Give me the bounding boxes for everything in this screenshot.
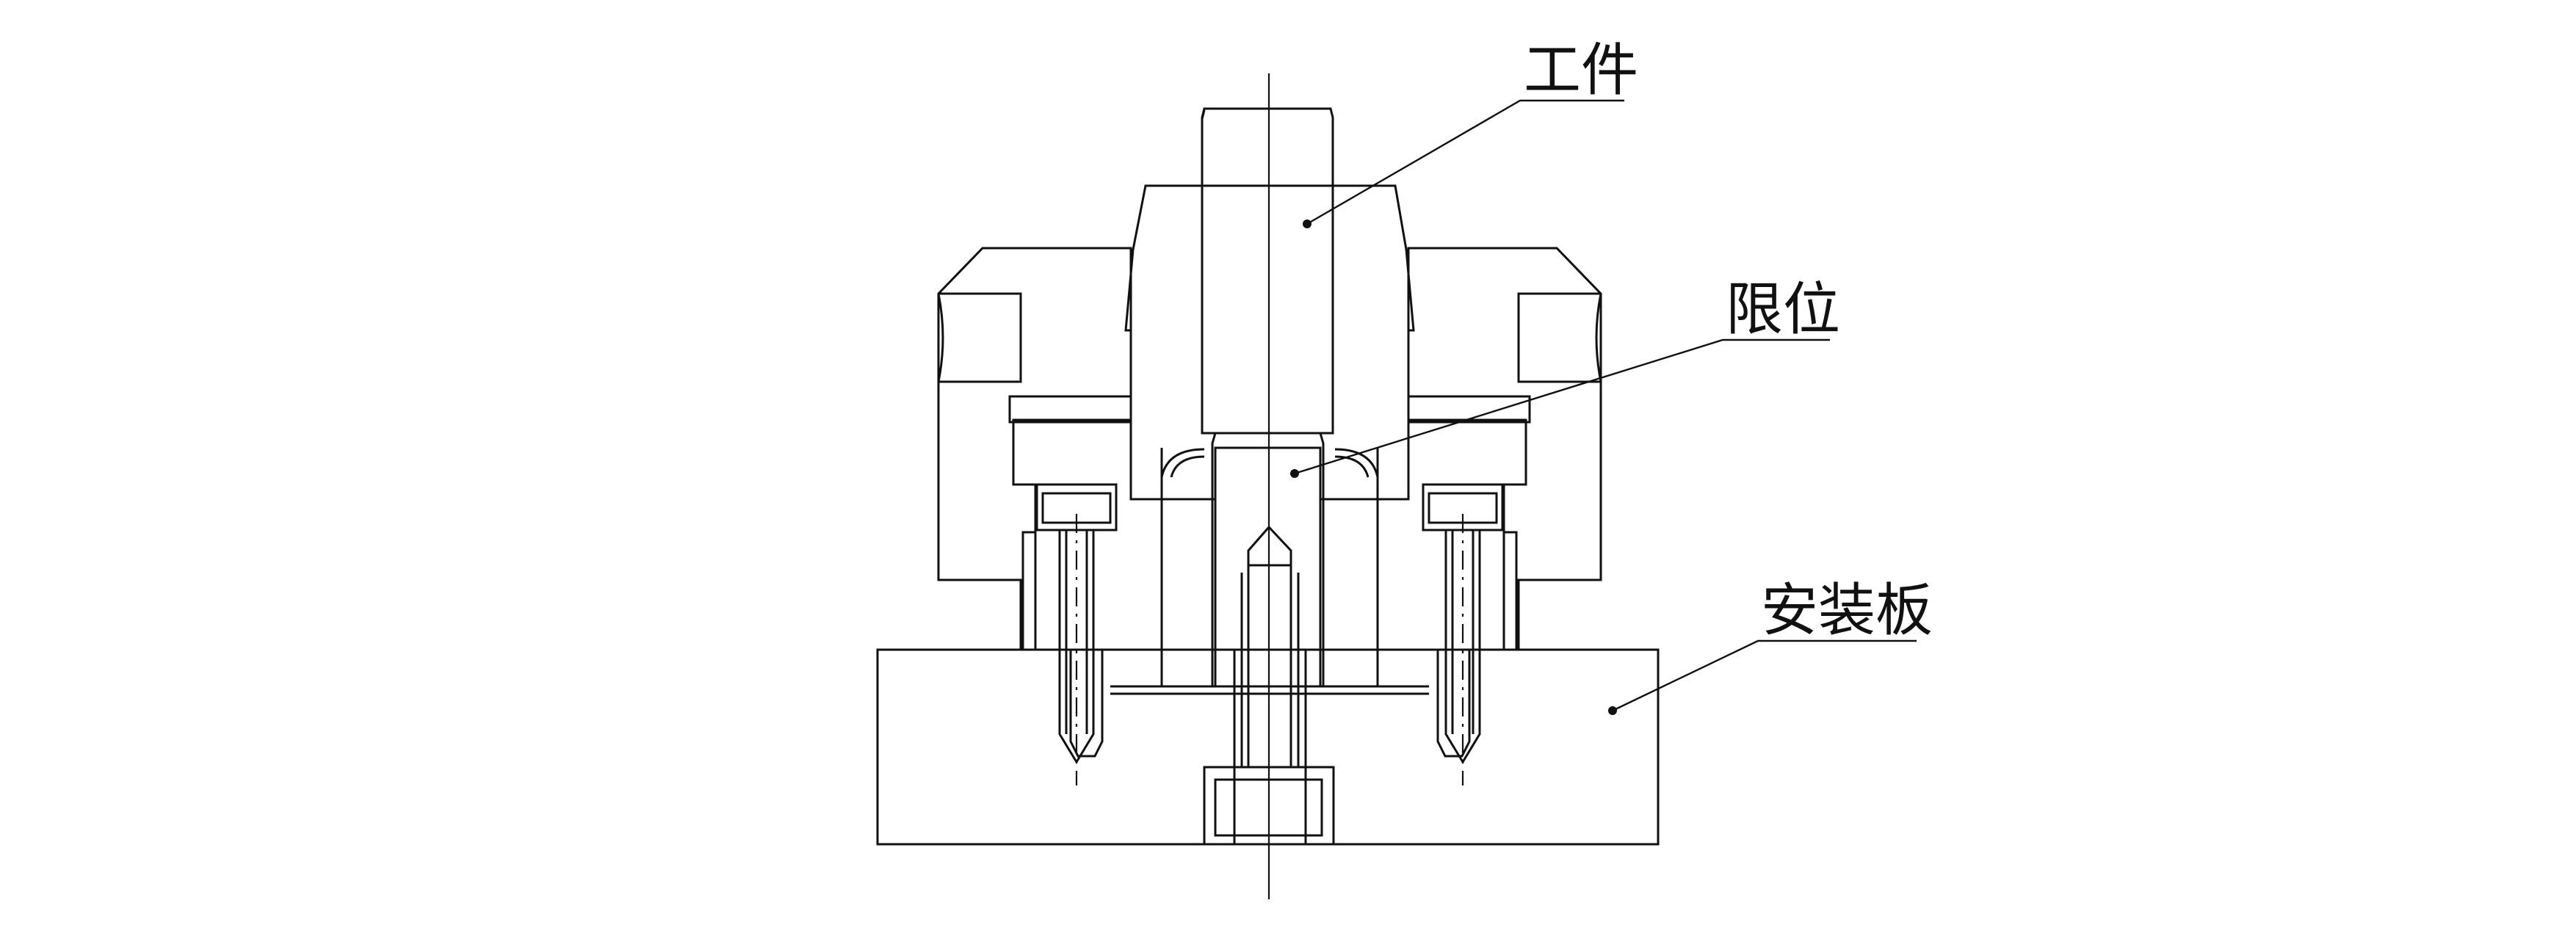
label-text-mounting-plate: 安装板 <box>1761 578 1933 644</box>
left-screw <box>1035 483 1118 764</box>
center-lines <box>1075 73 1464 899</box>
limit-stop <box>1160 432 1379 688</box>
label-mounting-plate: 安装板 <box>1608 578 1933 715</box>
label-text-limit: 限位 <box>1726 277 1840 343</box>
label-limit: 限位 <box>1290 277 1840 478</box>
label-text-workpiece: 工件 <box>1524 37 1638 104</box>
workpiece <box>1201 107 1334 435</box>
central-bolt <box>1240 525 1300 769</box>
label-workpiece: 工件 <box>1303 37 1638 228</box>
mounting-plate <box>876 648 1660 846</box>
